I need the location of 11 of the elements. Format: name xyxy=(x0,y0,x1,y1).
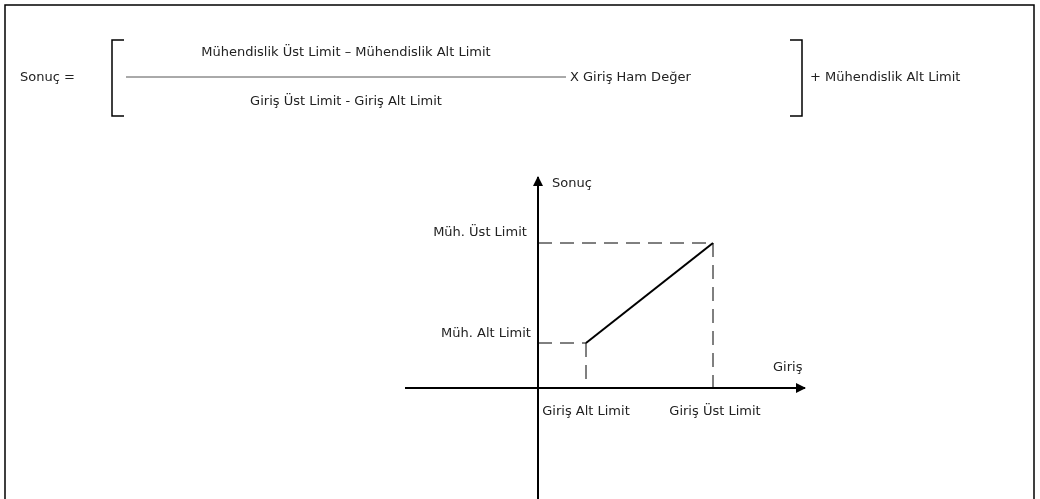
denominator-text: Giriş Üst Limit - Giriş Alt Limit xyxy=(249,93,443,109)
numerator-text: Mühendislik Üst Limit – Mühendislik Alt Limit xyxy=(200,44,492,60)
axis-value-label: Giriş Üst Limit xyxy=(668,403,762,419)
axis-label: Sonuç xyxy=(552,175,593,191)
formula-text: + Mühendislik Alt Limit xyxy=(810,69,962,85)
axis-label: Giriş xyxy=(773,359,804,375)
formula-text: Sonuç = xyxy=(20,69,76,85)
axis-value-label: Giriş Alt Limit xyxy=(541,403,631,419)
axis-value-label: Müh. Alt Limit xyxy=(440,325,532,341)
formula-text: X Giriş Ham Değer xyxy=(570,69,692,85)
axis-value-label: Müh. Üst Limit xyxy=(432,224,528,240)
